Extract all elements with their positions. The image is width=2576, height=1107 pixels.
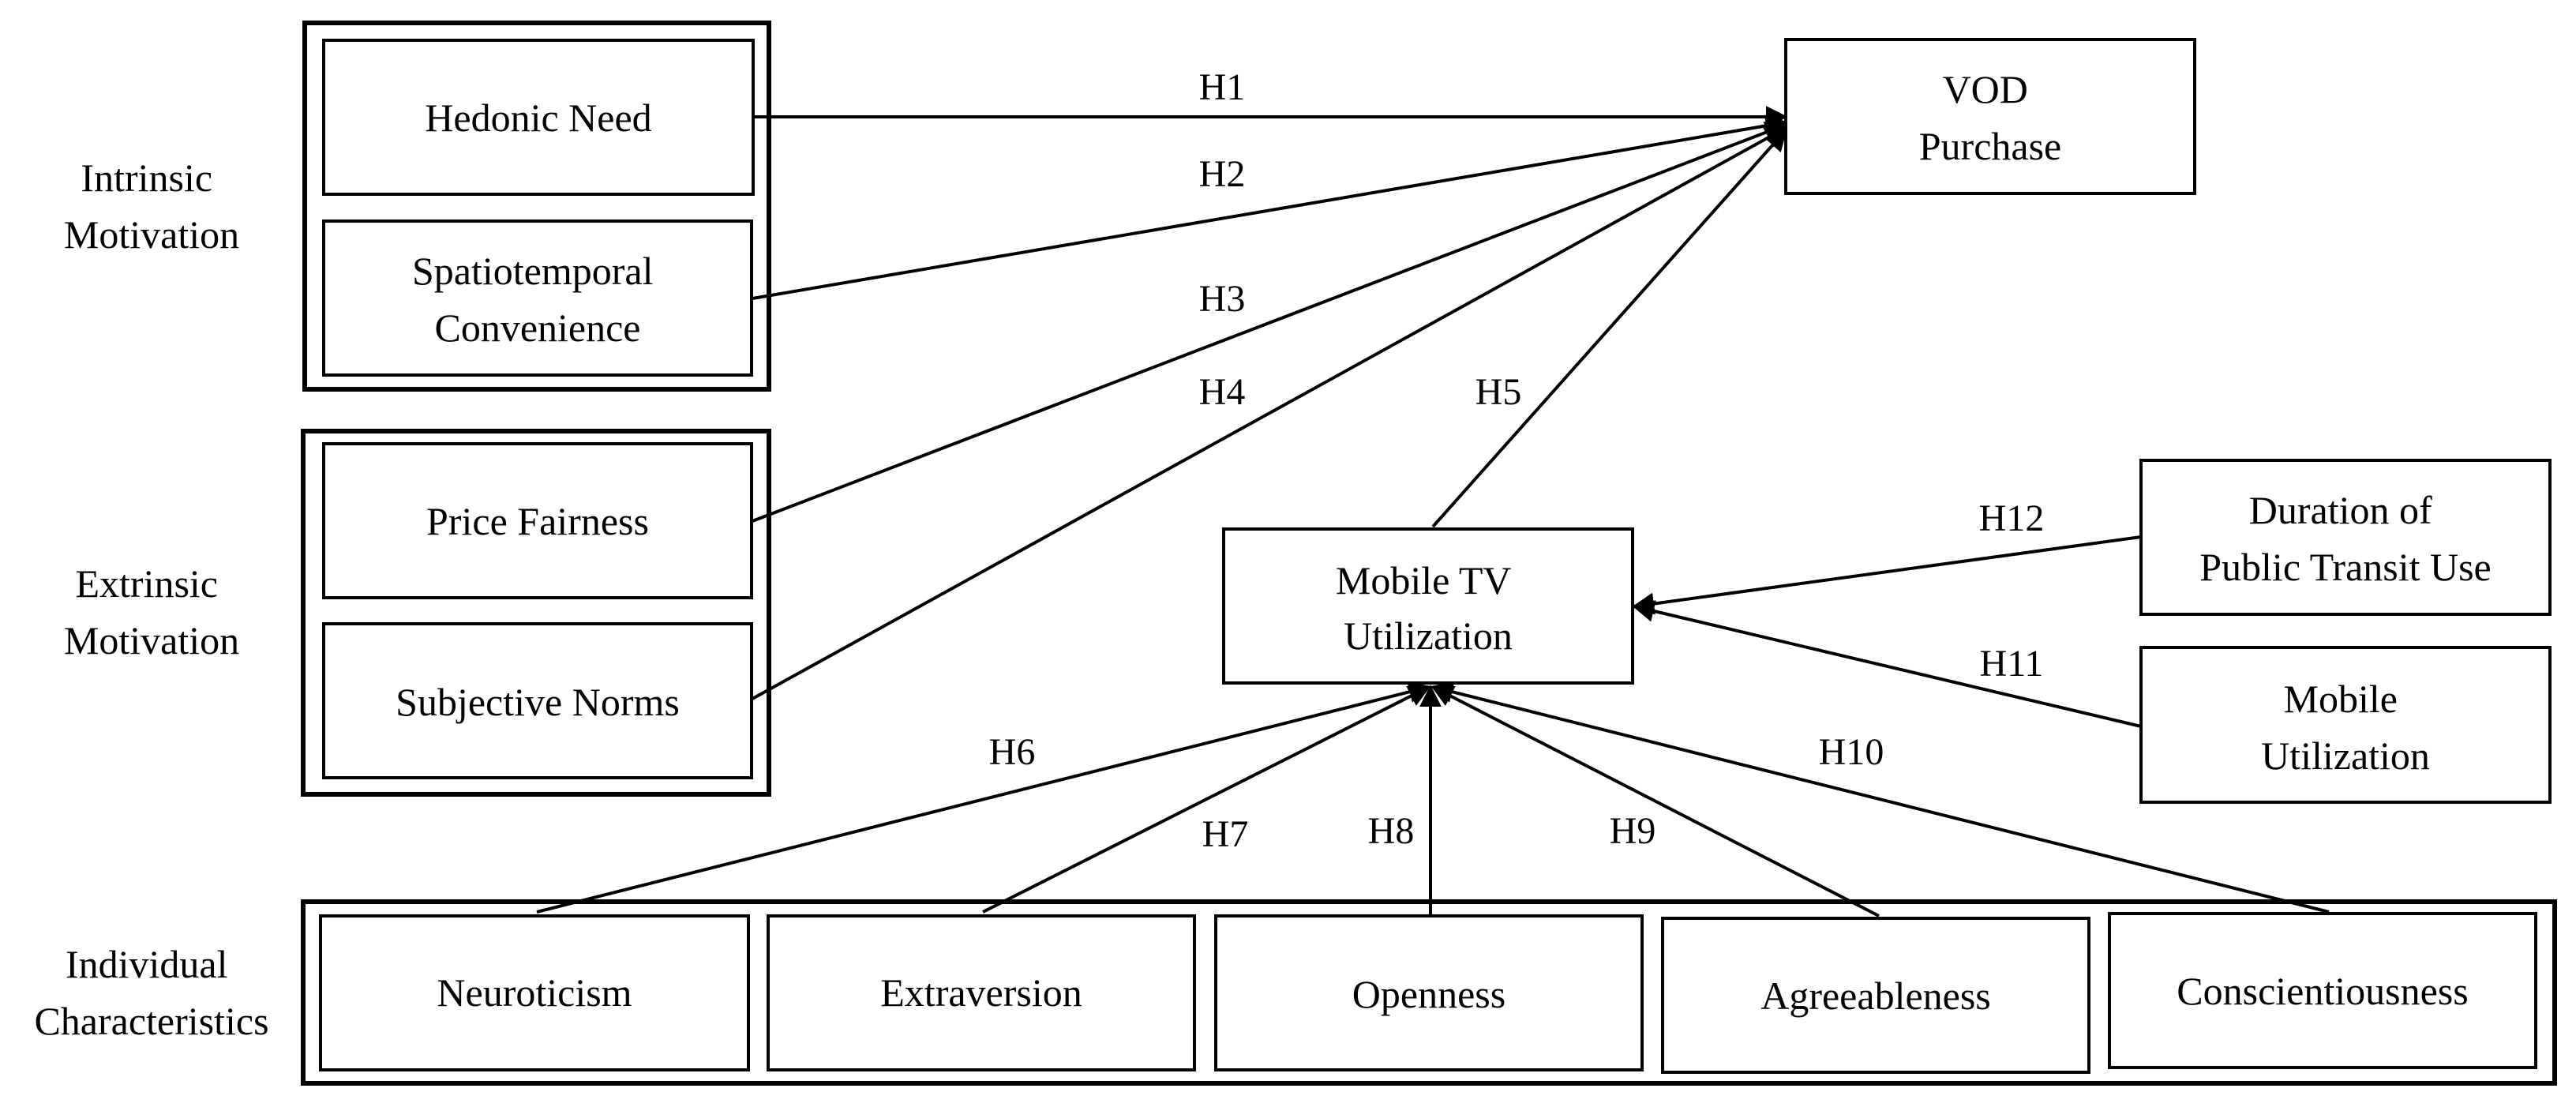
svg-text:Agreeableness: Agreeableness xyxy=(1760,974,1991,1018)
arrow-h6 xyxy=(536,681,1431,914)
construct-agreeableness: Agreeableness xyxy=(1661,917,2090,1074)
svg-text:Mobile Utilization: Mobile Utilization xyxy=(2261,677,2430,778)
arrow-h10 xyxy=(1430,681,2330,914)
hypothesis-label-h2: H2 xyxy=(1199,153,1246,195)
construct-openness: Openness xyxy=(1214,914,1644,1071)
arrow-h4 xyxy=(752,126,1788,700)
hypothesis-arrows xyxy=(536,106,2330,917)
svg-text:VOD Purchase: VOD Purchase xyxy=(1919,67,2062,168)
hypothesis-label-h6: H6 xyxy=(989,731,1036,773)
individual-characteristics-label: Individual Characteristics xyxy=(34,942,268,1043)
individual-characteristics-frame xyxy=(301,899,2557,1086)
svg-text:Openness: Openness xyxy=(1352,972,1505,1016)
construct-spatiotemporal-convenience: Spatiotemporal Convenience xyxy=(322,220,753,377)
hypothesis-label-h12: H12 xyxy=(1979,497,2045,539)
construct-mobile-utilization: Mobile Utilization xyxy=(2139,646,2552,804)
svg-text:Neuroticism: Neuroticism xyxy=(437,970,632,1015)
svg-text:Duration of Public Trans: Duration of Public Transit Use xyxy=(2199,488,2492,589)
intrinsic-motivation-frame xyxy=(302,21,771,392)
construct-vod-purchase: VOD Purchase xyxy=(1784,38,2196,195)
svg-text:Subjective Norms: Subjective Norms xyxy=(396,680,680,724)
construct-conscientiousness: Conscientiousness xyxy=(2108,912,2537,1069)
construct-neuroticism: Neuroticism xyxy=(319,914,750,1071)
arrow-h12 xyxy=(1632,535,2142,615)
extrinsic-motivation-frame xyxy=(301,429,771,797)
hypothesis-label-h1: H1 xyxy=(1199,66,1246,108)
svg-text:Price Fairness: Price Fairness xyxy=(426,499,649,543)
arrow-h11 xyxy=(1632,600,2142,728)
arrow-h2 xyxy=(752,114,1788,300)
construct-subjective-norms: Subjective Norms xyxy=(322,622,753,779)
arrow-h7 xyxy=(982,685,1431,914)
svg-text:Mobile TV Utilization: Mobile TV Utilization xyxy=(1336,558,1520,658)
construct-extraversion: Extraversion xyxy=(767,914,1196,1071)
hypothesis-label-h8: H8 xyxy=(1368,810,1415,852)
arrow-h3 xyxy=(752,121,1788,523)
hypothesis-label-h10: H10 xyxy=(1819,731,1884,773)
hypothesis-label-h3: H3 xyxy=(1199,278,1246,320)
hypothesis-label-h7: H7 xyxy=(1202,813,1249,855)
hypothesis-label-h11: H11 xyxy=(1980,643,2044,685)
svg-text:Spatiotemporal Convenien: Spatiotemporal Convenience xyxy=(412,249,663,350)
arrow-h5 xyxy=(1431,128,1787,528)
extrinsic-motivation-label: Extrinsic Motivation xyxy=(64,561,239,662)
hypothesis-label-h9: H9 xyxy=(1610,810,1656,852)
construct-mobile-tv-utilization: Mobile TV Utilization xyxy=(1222,527,1634,685)
svg-text:Extraversion: Extraversion xyxy=(880,970,1082,1015)
construct-duration-of-public-transit-use: Duration of Public Transit Use xyxy=(2139,459,2552,616)
svg-text:Hedonic Need: Hedonic Need xyxy=(425,96,651,140)
hypothesis-label-h5: H5 xyxy=(1475,371,1522,413)
svg-text:Conscientiousness: Conscientiousness xyxy=(2177,969,2468,1013)
hypothesis-labels: H1 H2 H3 H4 H5 H6 H7 H8 H9 H10 H11 H12 xyxy=(989,66,2045,855)
construct-price-fairness: Price Fairness xyxy=(322,442,753,599)
arrow-h9 xyxy=(1430,685,1880,917)
hypothesis-label-h4: H4 xyxy=(1199,371,1246,413)
intrinsic-motivation-label: Intrinsic Motivation xyxy=(64,156,239,257)
construct-hedonic-need: Hedonic Need xyxy=(322,39,755,196)
